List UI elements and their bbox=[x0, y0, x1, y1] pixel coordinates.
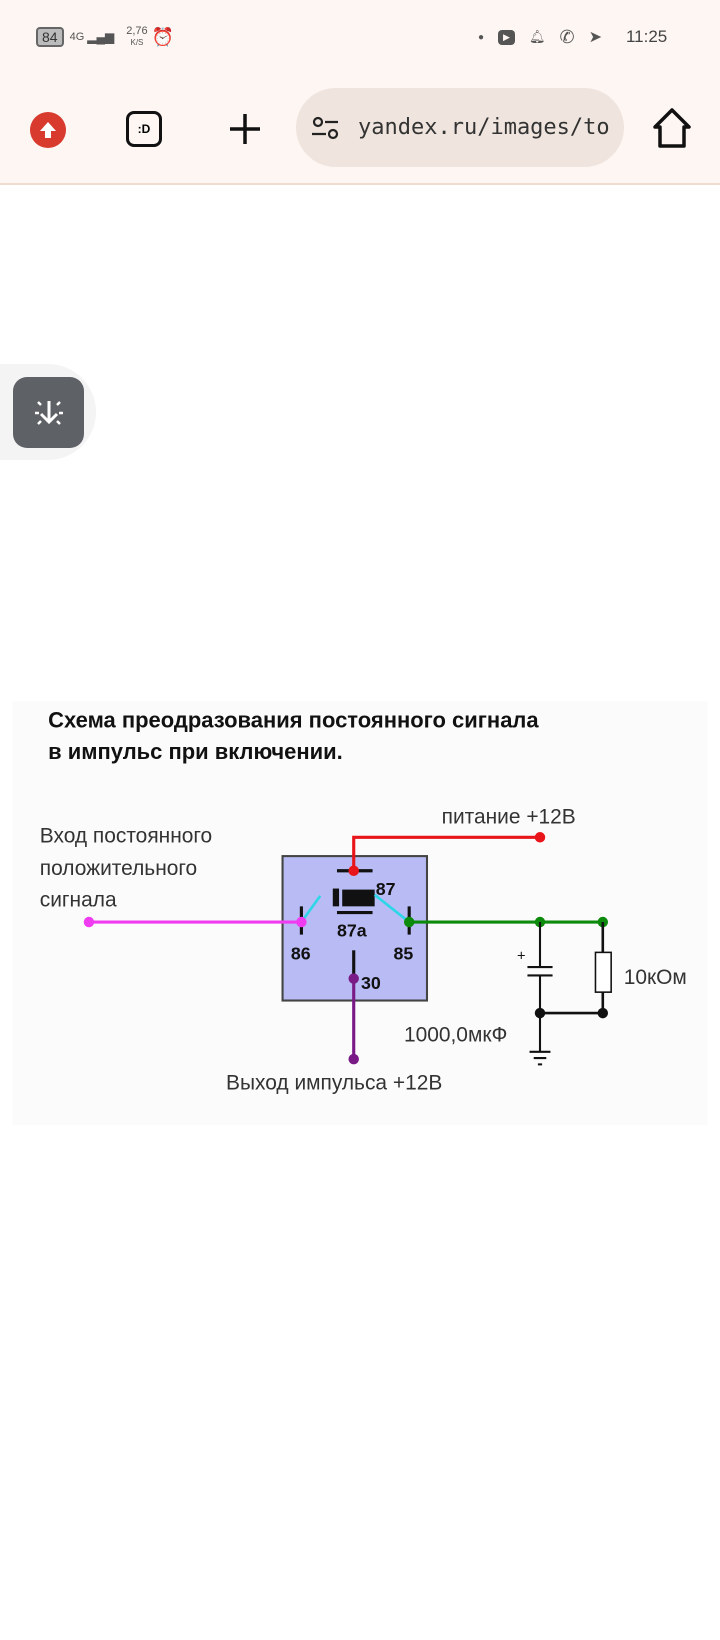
bell-icon: 🔔︎ bbox=[528, 29, 546, 44]
url-text: yandex.ru/images/to bbox=[358, 115, 610, 140]
tabs-label: :D bbox=[137, 122, 151, 136]
diagram-title-line2: в импульс при включении. bbox=[48, 739, 343, 764]
address-bar[interactable]: yandex.ru/images/to bbox=[296, 88, 624, 167]
home-button[interactable] bbox=[652, 106, 692, 150]
clock: 11:25 bbox=[625, 27, 668, 46]
status-right: ● ▶ 🔔︎ ✆ ➤ 11:25 bbox=[478, 22, 667, 52]
plus-icon bbox=[230, 114, 260, 144]
new-tab-button[interactable] bbox=[224, 108, 266, 150]
browser-chrome: 84 4G ▂▄▆ 2,76 K/S ⏰ ● ▶ 🔔︎ ✆ ➤ 11:25 :D… bbox=[0, 0, 720, 185]
network-type: 4G bbox=[69, 31, 85, 43]
home-icon bbox=[653, 108, 691, 148]
pin-86-dot bbox=[296, 916, 307, 928]
junction-dot bbox=[597, 1007, 609, 1019]
capacitor-label: 1000,0мкФ bbox=[404, 1023, 507, 1046]
status-left: 84 4G ▂▄▆ 2,76 K/S ⏰ bbox=[36, 22, 174, 52]
update-button[interactable] bbox=[30, 112, 66, 148]
output-label: Выход импульса +12В bbox=[226, 1071, 442, 1094]
whatsapp-icon: ✆ bbox=[559, 26, 575, 47]
tabs-button[interactable]: :D bbox=[126, 111, 162, 147]
arrow-up-icon bbox=[40, 122, 56, 138]
alarm-icon: ⏰ bbox=[151, 26, 175, 47]
input-label-3: сигнала bbox=[40, 888, 117, 911]
input-terminal bbox=[83, 916, 95, 928]
pin-30-label: 30 bbox=[361, 973, 381, 993]
pin-30-dot bbox=[348, 973, 359, 984]
resistor bbox=[594, 951, 612, 993]
diagram-title-line1: Схема преодразования постоянного сигнала bbox=[48, 707, 539, 732]
signal-icon: ▂▄▆ bbox=[87, 30, 115, 44]
input-label-2: положительного bbox=[40, 857, 197, 880]
pin-86-label: 86 bbox=[291, 944, 311, 964]
pin-85-label: 85 bbox=[393, 944, 413, 964]
junction-dot bbox=[534, 1007, 546, 1019]
youtube-icon: ▶ bbox=[498, 29, 515, 45]
download-sparkle-icon bbox=[34, 400, 63, 425]
dot-icon: ● bbox=[478, 31, 485, 43]
resistor-label: 10кОм bbox=[624, 966, 687, 989]
pin-87-label: 87 bbox=[376, 879, 396, 899]
download-image-button[interactable] bbox=[13, 377, 84, 448]
power-wire bbox=[352, 835, 540, 871]
site-settings-icon bbox=[312, 116, 339, 139]
pin-87-dot bbox=[348, 865, 359, 876]
speed-unit: K/S bbox=[130, 38, 144, 47]
telegram-icon: ➤ bbox=[588, 29, 602, 46]
coil-wires bbox=[300, 893, 410, 924]
pin-85-dot bbox=[403, 916, 415, 928]
battery-indicator: 84 bbox=[36, 27, 64, 47]
network-speed: 2,76 bbox=[126, 25, 148, 37]
power-label: питание +12В bbox=[442, 806, 576, 829]
output-terminal bbox=[348, 1053, 359, 1065]
capacitor-plus: + bbox=[517, 949, 526, 965]
input-label-1: Вход постоянного bbox=[40, 825, 212, 848]
armature-pivot bbox=[332, 888, 340, 907]
power-terminal bbox=[534, 832, 546, 843]
ground-icon bbox=[529, 1050, 551, 1066]
pin-87a-label: 87a bbox=[337, 921, 367, 941]
armature bbox=[342, 889, 375, 907]
